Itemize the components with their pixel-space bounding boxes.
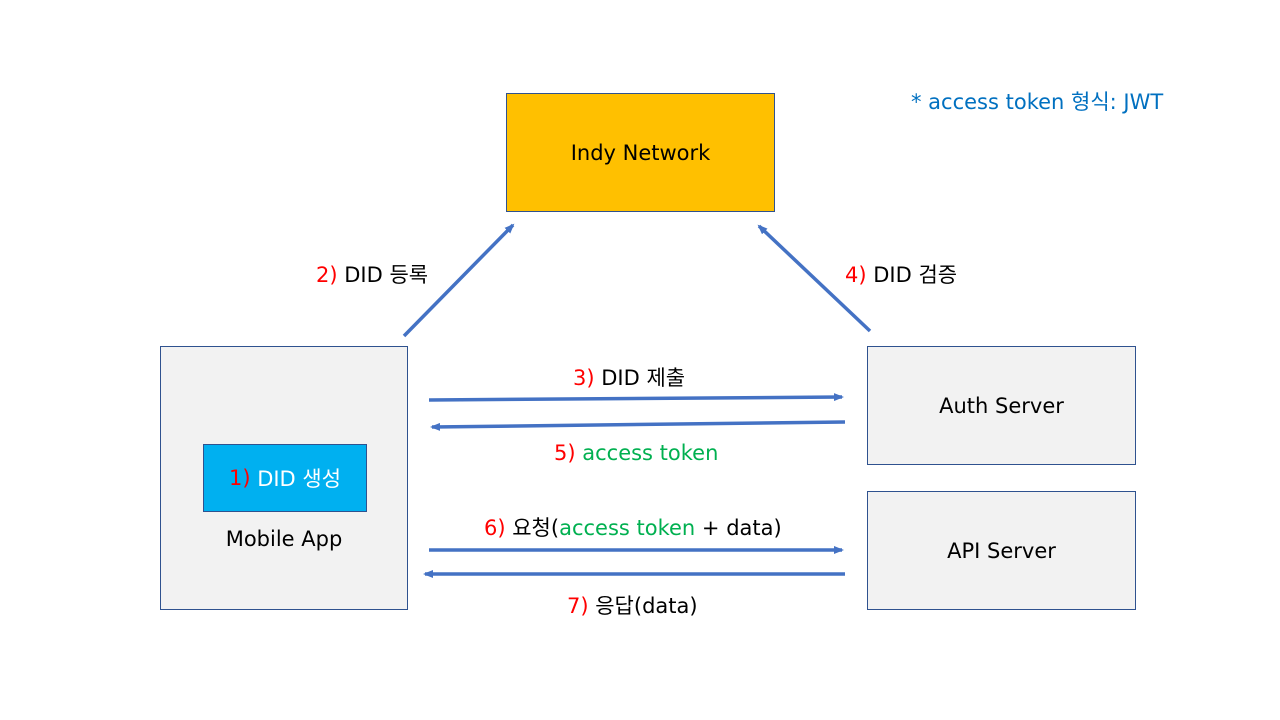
api-server-label: API Server [947,538,1056,563]
step-text: DID 검증 [866,263,958,287]
arrow-did-verify [757,224,872,333]
did-create-box: 1) DID 생성 [203,444,367,512]
arrow-did-submit [428,393,844,402]
step-4-label: 4) DID 검증 [845,259,957,289]
arrow-access-token [430,420,846,431]
step-number: 3) [573,366,595,390]
step-2-label: 2) DID 등록 [316,259,428,289]
step-number: 1) [228,466,251,490]
step-3-label: 3) DID 제출 [573,362,685,392]
step-tail: + data) [695,516,782,540]
step-number: 6) [484,516,506,540]
step-number: 7) [567,594,589,618]
api-server-node: API Server [867,491,1136,610]
step-text: DID 제출 [594,366,686,390]
auth-server-node: Auth Server [867,346,1136,465]
step-text: access token [575,441,719,465]
indy-network-node: Indy Network [506,93,775,212]
step-7-label: 7) 응답(data) [567,590,698,620]
did-create-label: DID 생성 [250,467,342,491]
mobile-app-node: 1) DID 생성 Mobile App [160,346,408,610]
mobile-app-label: Mobile App [225,527,343,551]
token-text: access token [559,516,696,540]
step-6-label: 6) 요청(access token + data) [484,512,782,542]
step-5-label: 5) access token [554,441,718,465]
step-text: DID 등록 [337,263,429,287]
auth-server-label: Auth Server [939,393,1064,418]
arrow-did-register [402,223,515,338]
step-text: 응답(data) [588,594,698,618]
indy-network-label: Indy Network [570,140,711,165]
jwt-note: * access token 형식: JWT [911,90,1164,114]
step-number: 2) [316,263,338,287]
step-number: 4) [845,263,867,287]
step-text: 요청( [505,516,560,540]
step-number: 5) [554,441,576,465]
